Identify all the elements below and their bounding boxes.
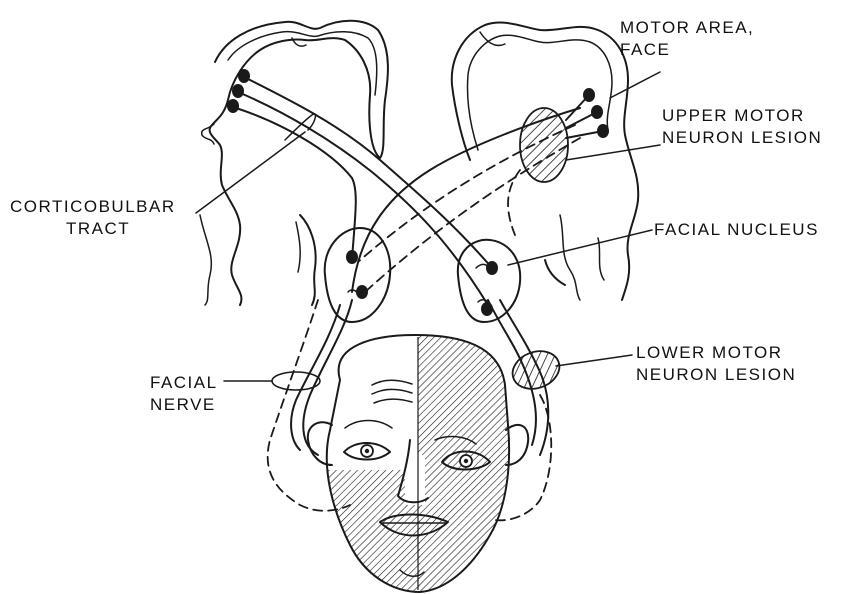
label-lower-motor-line2: NEURON LESION	[636, 364, 796, 386]
label-facial-nucleus-line1: FACIAL NUCLEUS	[654, 219, 819, 241]
label-facial-nerve: FACIAL NERVE	[150, 372, 218, 416]
label-corticobulbar-line2: TRACT	[10, 218, 176, 240]
label-corticobulbar-tract: CORTICOBULBAR TRACT	[10, 196, 176, 240]
label-facial-nucleus: FACIAL NUCLEUS	[654, 219, 819, 241]
label-upper-motor-line1: UPPER MOTOR	[662, 105, 822, 127]
label-facial-nerve-line1: FACIAL	[150, 372, 218, 394]
label-lower-motor-line1: LOWER MOTOR	[636, 342, 796, 364]
label-motor-area-line1: MOTOR AREA,	[620, 17, 754, 39]
corticobulbar-tract-paths	[233, 77, 580, 305]
label-lower-motor-lesion: LOWER MOTOR NEURON LESION	[636, 342, 796, 386]
label-upper-motor-lesion: UPPER MOTOR NEURON LESION	[662, 105, 822, 149]
face	[308, 330, 528, 594]
upper-motor-lesion-mark	[520, 108, 568, 182]
label-upper-motor-line2: NEURON LESION	[662, 127, 822, 149]
label-motor-area-line2: FACE	[620, 39, 754, 61]
label-facial-nerve-line2: NERVE	[150, 394, 218, 416]
label-corticobulbar-line1: CORTICOBULBAR	[10, 196, 176, 218]
label-motor-area: MOTOR AREA, FACE	[620, 17, 754, 61]
